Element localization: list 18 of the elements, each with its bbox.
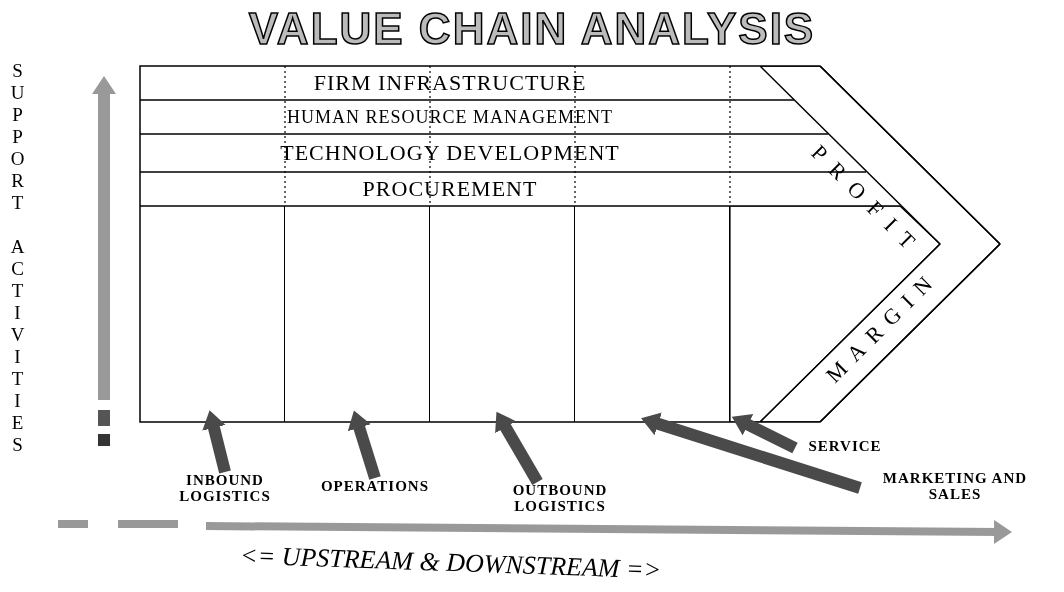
arrow bbox=[731, 413, 798, 454]
activity-row: PROCUREMENT bbox=[140, 172, 760, 206]
axis-label: <= UPSTREAM & DOWNSTREAM => bbox=[239, 540, 662, 586]
arrow bbox=[641, 412, 862, 494]
value-chain-frame bbox=[140, 66, 1000, 422]
activity-row: FIRM INFRASTRUCTURE bbox=[140, 66, 760, 100]
activity-row: TECHNOLOGY DEVELOPMENT bbox=[140, 134, 760, 172]
activity-label: OUTBOUND LOGISTICS bbox=[485, 482, 635, 518]
arrow bbox=[495, 411, 543, 486]
axis-label: SUPPORT ACTIVITIES bbox=[6, 60, 28, 458]
activity-row: HUMAN RESOURCE MANAGEMENT bbox=[140, 100, 760, 134]
activity-label: OPERATIONS bbox=[310, 478, 440, 498]
title: VALUE CHAIN ANALYSIS bbox=[247, 4, 817, 54]
activity-label: MARKETING AND SALES bbox=[860, 470, 1050, 506]
activity-label: SERVICE bbox=[795, 438, 895, 458]
profit-margin-band bbox=[760, 66, 1000, 422]
activity-label: INBOUND LOGISTICS bbox=[150, 472, 300, 508]
arrow bbox=[202, 410, 231, 474]
